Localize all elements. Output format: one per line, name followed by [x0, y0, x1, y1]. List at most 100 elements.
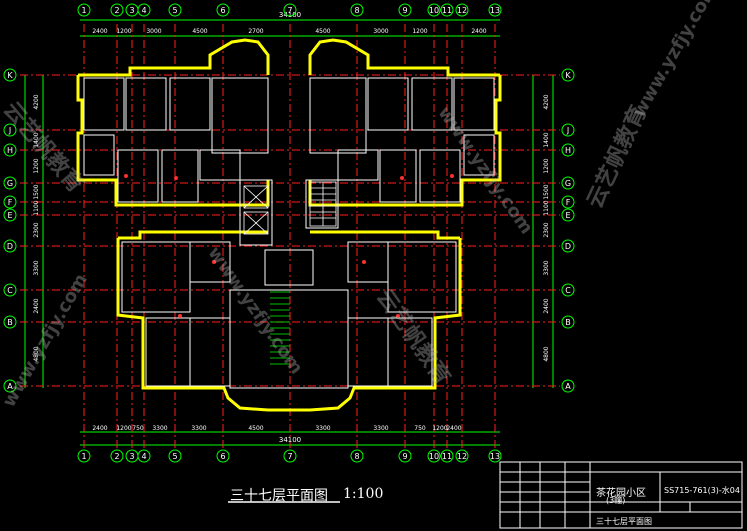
axis-bubble-right-A: A: [561, 379, 575, 393]
axis-bubble-left-K: K: [3, 68, 17, 82]
svg-text:5: 5: [172, 6, 177, 15]
title-block-drawing-name: 三十七层平面图: [596, 517, 652, 526]
svg-text:K: K: [565, 71, 571, 80]
title-block-project: 茶花园小区: [596, 488, 646, 499]
axis-bubble-bottom-9: 9: [398, 449, 412, 463]
axis-bubble-top-4: 4: [137, 3, 151, 17]
svg-text:J: J: [566, 126, 569, 135]
overall-width-top: 34100: [279, 11, 301, 19]
bottom-dim-8: 750: [414, 425, 426, 432]
bottom-dim-4: 3300: [191, 425, 206, 432]
top-dim-4: 2700: [248, 28, 263, 35]
axis-bubble-bottom-12: 12: [455, 449, 469, 463]
axis-bubble-bottom-11: 11: [440, 449, 454, 463]
title-block-drawing-no: SS715-761(3)-水04: [664, 486, 740, 495]
axis-bubble-top-11: 11: [440, 3, 454, 17]
svg-text:E: E: [565, 211, 570, 220]
svg-text:3: 3: [129, 6, 134, 15]
svg-text:F: F: [8, 198, 13, 207]
axis-bubble-bottom-4: 4: [137, 449, 151, 463]
axis-bubble-bottom-1: 1: [77, 449, 91, 463]
svg-text:F: F: [566, 198, 571, 207]
shaft-hatch: [270, 291, 290, 365]
top-dim-8: 2400: [471, 28, 486, 35]
title-block: [499, 461, 743, 529]
bottom-dim-2: 750: [132, 425, 144, 432]
svg-text:13: 13: [490, 452, 500, 461]
axis-bubble-top-2: 2: [110, 3, 124, 17]
axis-bubble-top-13: 13: [488, 3, 502, 17]
axis-bubble-top-5: 5: [168, 3, 182, 17]
axis-bubble-right-E: E: [561, 208, 575, 222]
drawing-scale: 1:100: [343, 486, 384, 502]
side-dim-right-8: 4800: [543, 346, 550, 361]
svg-text:11: 11: [442, 6, 452, 15]
axis-bubble-bottom-7: 7: [283, 449, 297, 463]
side-dim-right-5: 2300: [543, 222, 550, 237]
bottom-dim-1: 1200: [116, 425, 131, 432]
bottom-dim-5: 4500: [248, 425, 263, 432]
bottom-dim-0: 2400: [92, 425, 107, 432]
interior-walls: [83, 77, 495, 389]
axis-bubble-right-F: F: [561, 195, 575, 209]
side-dim-right-7: 2400: [543, 298, 550, 313]
side-dim-left-2: 1200: [33, 158, 40, 173]
axis-bubble-left-C: C: [3, 283, 17, 297]
axis-bubble-left-H: H: [3, 143, 17, 157]
pipe-markers: [124, 174, 454, 318]
svg-text:E: E: [7, 211, 12, 220]
axis-bubble-top-12: 12: [455, 3, 469, 17]
axis-bubble-left-E: E: [3, 208, 17, 222]
bottom-dim-6: 3300: [315, 425, 330, 432]
svg-text:6: 6: [220, 452, 225, 461]
svg-text:J: J: [8, 126, 11, 135]
axis-bubble-top-10: 10: [427, 3, 441, 17]
svg-text:4: 4: [141, 6, 146, 15]
axis-bubble-top-1: 1: [77, 3, 91, 17]
axis-bubble-right-K: K: [561, 68, 575, 82]
drawing-title: 三十七层平面图: [230, 488, 328, 504]
svg-text:D: D: [565, 242, 571, 251]
axis-bubble-left-J: J: [3, 123, 17, 137]
axis-bubble-right-C: C: [561, 283, 575, 297]
axis-bubble-right-J: J: [561, 123, 575, 137]
svg-text:8: 8: [354, 6, 359, 15]
exterior-walls: [76, 38, 502, 412]
top-dim-7: 1200: [412, 28, 427, 35]
svg-text:1: 1: [81, 6, 86, 15]
axis-bubble-top-6: 6: [216, 3, 230, 17]
overall-width-bottom: 34100: [279, 436, 301, 444]
side-dim-left-8: 4800: [33, 346, 40, 361]
axis-bubble-left-F: F: [3, 195, 17, 209]
svg-text:7: 7: [287, 452, 292, 461]
side-dim-left-5: 2300: [33, 222, 40, 237]
axis-bubble-right-H: H: [561, 143, 575, 157]
svg-text:6: 6: [220, 6, 225, 15]
svg-text:11: 11: [442, 452, 452, 461]
top-dim-1: 1200: [116, 28, 131, 35]
svg-text:H: H: [7, 146, 13, 155]
svg-text:10: 10: [429, 6, 439, 15]
title-block-building: (3幢): [606, 496, 626, 505]
svg-text:A: A: [7, 382, 13, 391]
side-dim-right-4: 1100: [543, 200, 550, 215]
svg-text:2: 2: [114, 6, 119, 15]
svg-text:7: 7: [287, 6, 292, 15]
axis-bubble-top-9: 9: [398, 3, 412, 17]
side-dim-left-6: 3300: [33, 260, 40, 275]
svg-text:8: 8: [354, 452, 359, 461]
side-dim-right-3: 1500: [543, 184, 550, 199]
svg-text:10: 10: [429, 452, 439, 461]
axis-bubble-bottom-6: 6: [216, 449, 230, 463]
svg-text:B: B: [7, 318, 13, 327]
svg-text:12: 12: [457, 452, 467, 461]
axis-bubble-left-B: B: [3, 315, 17, 329]
svg-text:C: C: [7, 286, 13, 295]
